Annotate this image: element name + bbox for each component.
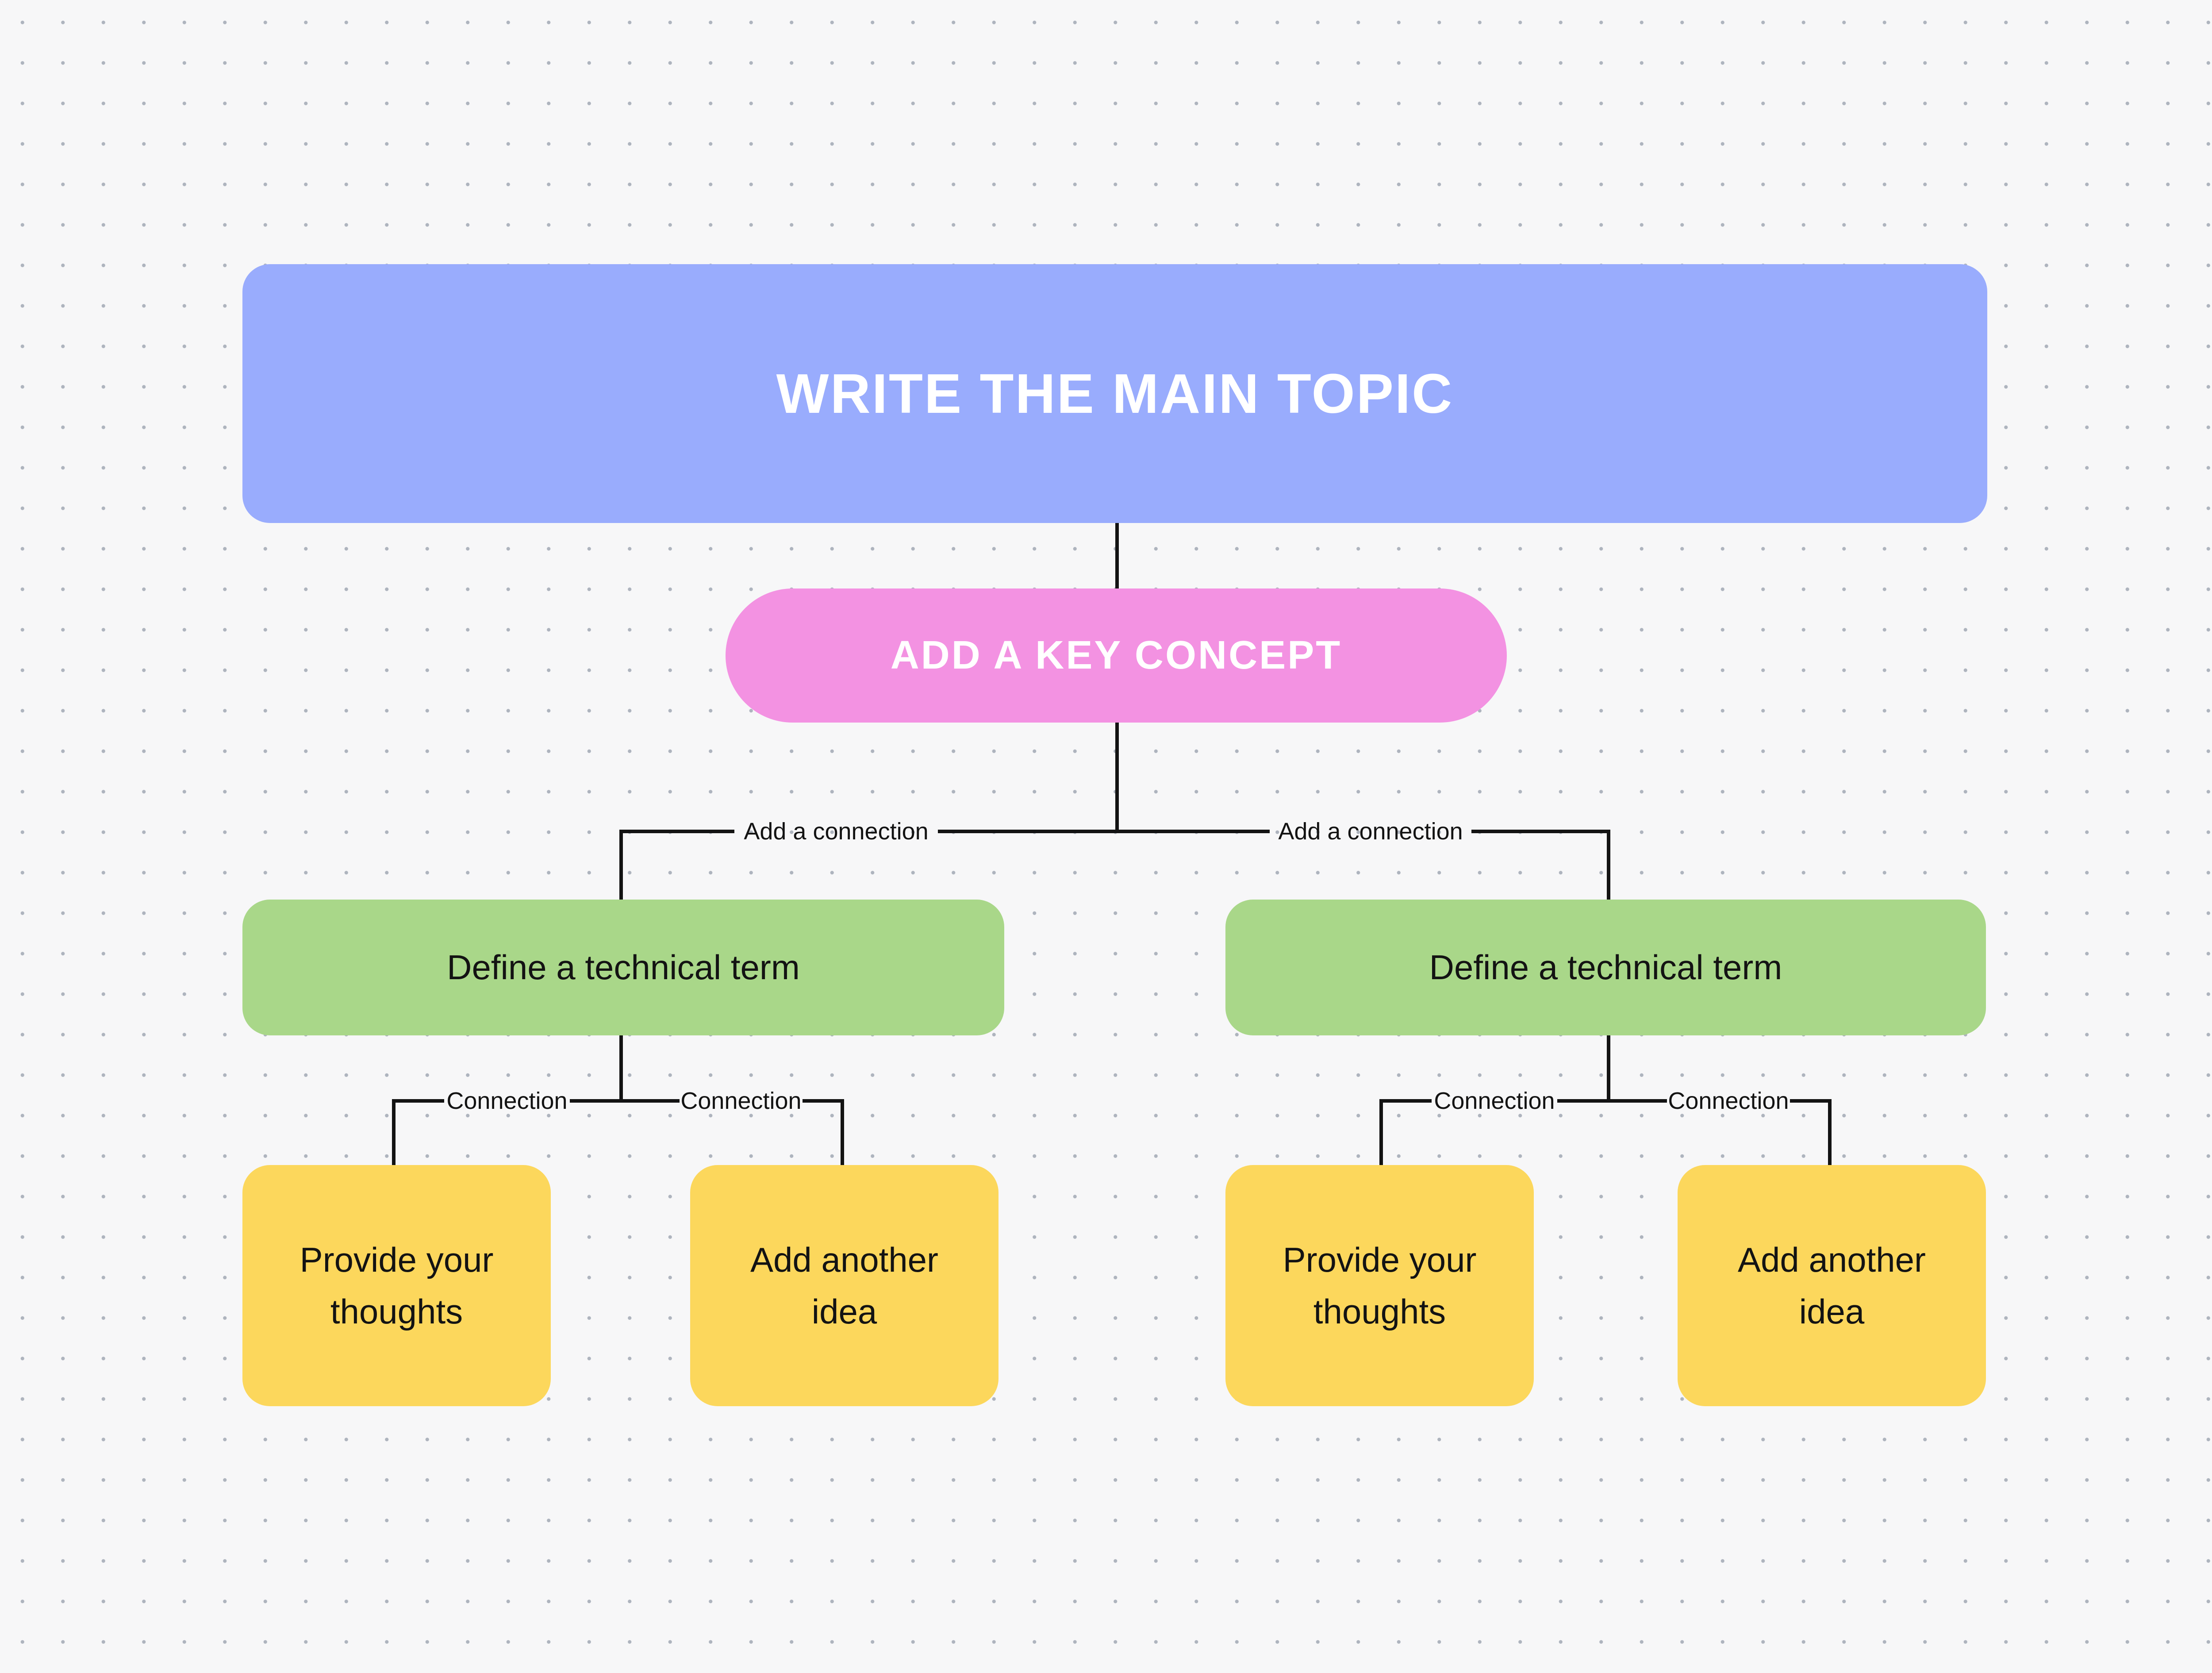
connection-label-4[interactable]: Connection xyxy=(1668,1088,1789,1114)
term-node-left[interactable]: Define a technical term xyxy=(242,900,1004,1035)
top-junction-drop-left[interactable] xyxy=(619,830,623,901)
connection-label-1[interactable]: Connection xyxy=(446,1088,568,1114)
key-concept-label: ADD A KEY CONCEPT xyxy=(890,633,1342,677)
idea-node-3[interactable]: Provide your thoughts xyxy=(1225,1165,1534,1406)
idea-label-4: Add another idea xyxy=(1737,1240,1926,1331)
main-topic-label: WRITE THE MAIN TOPIC xyxy=(776,362,1454,425)
right-subjunction-drop-2[interactable] xyxy=(1828,1099,1832,1167)
connector-main-to-key[interactable] xyxy=(1115,523,1119,590)
right-term-stub[interactable] xyxy=(1607,1035,1610,1103)
top-junction-segment-right[interactable] xyxy=(1471,830,1610,833)
left-subjunction-segment-1[interactable] xyxy=(392,1099,444,1103)
left-subjunction-segment-3[interactable] xyxy=(803,1099,844,1103)
connection-label-2[interactable]: Connection xyxy=(680,1088,802,1114)
top-junction-segment-middle[interactable] xyxy=(938,830,1270,833)
left-subjunction-drop-2[interactable] xyxy=(841,1099,844,1167)
right-subjunction-segment-1[interactable] xyxy=(1379,1099,1432,1103)
add-connection-label-right[interactable]: Add a connection xyxy=(1278,818,1463,845)
connector-key-to-junction[interactable] xyxy=(1115,723,1119,833)
right-subjunction-segment-3[interactable] xyxy=(1790,1099,1832,1103)
idea-label-3: Provide your thoughts xyxy=(1283,1240,1477,1331)
left-term-stub[interactable] xyxy=(619,1035,623,1103)
idea-label-2: Add another idea xyxy=(750,1240,938,1331)
term-label-right: Define a technical term xyxy=(1429,948,1782,987)
right-subjunction-drop-1[interactable] xyxy=(1379,1099,1383,1167)
connection-label-3[interactable]: Connection xyxy=(1434,1088,1555,1114)
idea-node-4[interactable]: Add another idea xyxy=(1678,1165,1986,1406)
key-concept-node[interactable]: ADD A KEY CONCEPT xyxy=(726,588,1507,723)
term-node-right[interactable]: Define a technical term xyxy=(1225,900,1986,1035)
term-label-left: Define a technical term xyxy=(447,948,800,987)
idea-node-2[interactable]: Add another idea xyxy=(690,1165,998,1406)
left-subjunction-drop-1[interactable] xyxy=(392,1099,396,1167)
add-connection-label-left[interactable]: Add a connection xyxy=(744,818,929,845)
top-junction-drop-right[interactable] xyxy=(1607,830,1610,901)
main-topic-node[interactable]: WRITE THE MAIN TOPIC xyxy=(242,264,1987,523)
top-junction-segment-left[interactable] xyxy=(619,830,734,833)
right-subjunction-segment-2[interactable] xyxy=(1557,1099,1667,1103)
left-subjunction-segment-2[interactable] xyxy=(570,1099,680,1103)
idea-node-1[interactable]: Provide your thoughts xyxy=(242,1165,551,1406)
idea-label-1: Provide your thoughts xyxy=(300,1240,494,1331)
